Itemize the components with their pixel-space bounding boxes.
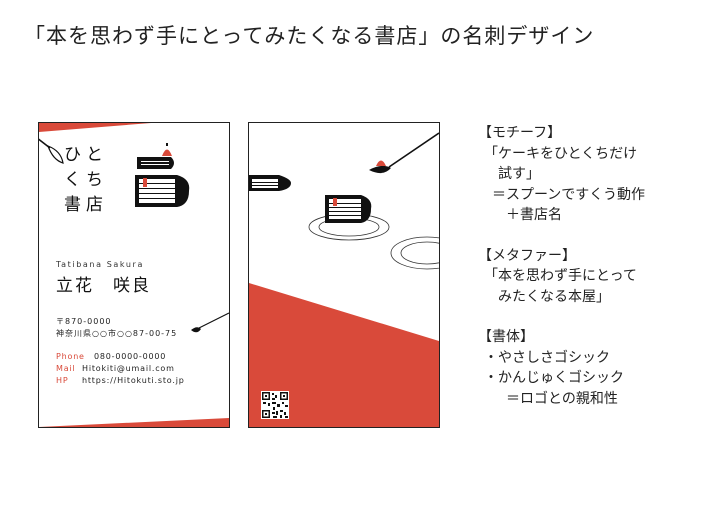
top-red-accent [39, 123, 151, 132]
metaphor-line: みたくなる本屋」 [498, 288, 610, 305]
postal-code: 〒870-0000 [56, 317, 112, 326]
qr-code-icon [261, 391, 289, 419]
brand-char-2: と [86, 145, 103, 165]
contact-phone: Phone 080-0000-0000 [56, 352, 166, 361]
brand-char-4: ち [86, 170, 103, 190]
typeface-line: ・やさしさゴシック [484, 349, 610, 366]
contact-value: https://Hitokuti.sto.jp [82, 376, 185, 385]
typeface-heading: 【書体】 [478, 329, 534, 345]
slide-title: 「本を思わず手にとってみたくなる書店」の名刺デザイン [24, 24, 595, 48]
book-stack-logo-icon [135, 143, 190, 207]
brand-char-5: 書 [64, 195, 81, 215]
motif-line: ＝スプーンですくう動作 [492, 186, 646, 203]
spoon-logo-icon [39, 138, 64, 164]
back-card-graphics [249, 132, 439, 427]
contact-mail: Mail Hitokiti@umail.com [56, 364, 175, 373]
person-name: 立花 咲良 [56, 276, 151, 296]
book-plate-icon [308, 195, 390, 241]
brand-char-1: ひ [64, 145, 81, 165]
bottom-red-accent [39, 418, 229, 427]
motif-line: ＋書店名 [506, 207, 562, 223]
design-notes: 【モチーフ】 「ケーキをひとくちだけ 試す」 ＝スプーンですくう動作 ＋書店名 … [478, 123, 645, 409]
contact-label: Phone [56, 352, 85, 361]
metaphor-line: 「本を思わず手にとって [484, 268, 637, 284]
motif-line: 試す」 [498, 166, 540, 182]
business-card-front: ひ と く ち 書 店 Tatibana Sakura 立花 咲良 〒870-0… [38, 122, 230, 428]
metaphor-heading: 【メタファー】 [478, 247, 576, 264]
address: 神奈川県○○市○○87-00-75 [56, 329, 178, 338]
contact-value: Hitokiti@umail.com [82, 364, 175, 373]
contact-label: Mail [56, 364, 76, 373]
typeface-line: ・かんじゅくゴシック [484, 370, 624, 386]
typeface-line: ＝ロゴとの親和性 [506, 390, 618, 407]
spoon-strawberry-icon [369, 132, 439, 174]
brand-char-6: 店 [86, 195, 103, 215]
empty-plate-icon [390, 236, 439, 270]
contact-hp: HP https://Hitokuti.sto.jp [56, 376, 185, 385]
brand-char-3: く [64, 170, 81, 190]
spoon-small-icon [191, 312, 229, 333]
contact-label: HP [56, 376, 69, 385]
motif-line: 「ケーキをひとくちだけ [484, 145, 638, 162]
book-left-icon [249, 175, 291, 191]
name-reading: Tatibana Sakura [56, 260, 144, 269]
back-red-field [249, 283, 439, 427]
motif-heading: 【モチーフ】 [478, 125, 562, 141]
front-card-graphics [39, 123, 229, 427]
contact-value: 080-0000-0000 [94, 352, 167, 361]
business-card-back [248, 122, 440, 428]
